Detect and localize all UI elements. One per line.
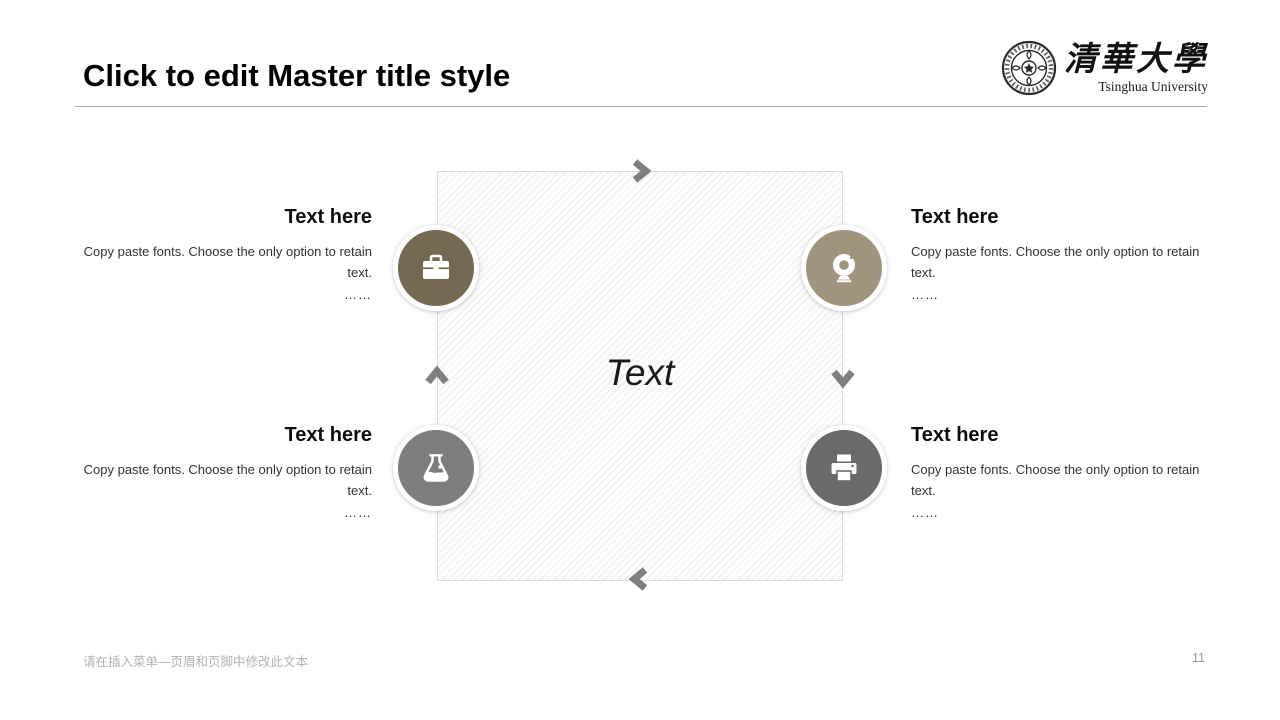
text-block-body: Copy paste fonts. Choose the only option… xyxy=(83,244,372,280)
chevron-up-icon xyxy=(424,364,450,390)
text-block-ellipsis: …… xyxy=(911,505,939,520)
text-block-ellipsis: …… xyxy=(911,287,939,302)
text-block-body: Copy paste fonts. Choose the only option… xyxy=(911,244,1200,280)
briefcase-circle-badge xyxy=(393,225,479,311)
text-block-body: Copy paste fonts. Choose the only option… xyxy=(83,462,372,498)
webcam-circle-badge xyxy=(801,225,887,311)
text-block-ellipsis: …… xyxy=(344,287,372,302)
webcam-icon xyxy=(833,254,855,283)
printer-icon xyxy=(831,454,857,482)
diagram-square xyxy=(437,171,843,581)
text-block-heading: Text here xyxy=(911,206,999,228)
chevron-down-icon xyxy=(830,364,856,390)
title-divider-line xyxy=(75,106,1207,107)
text-block-top-right[interactable]: Text here Copy paste fonts. Choose the o… xyxy=(911,206,1203,305)
text-block-bottom-left[interactable]: Text here Copy paste fonts. Choose the o… xyxy=(80,424,372,523)
university-logo: 清華大學 Tsinghua University xyxy=(1001,40,1208,96)
chevron-right-icon xyxy=(627,158,653,184)
university-name-cn: 清華大學 xyxy=(1064,42,1208,78)
tsinghua-seal-icon xyxy=(1001,40,1057,96)
university-logo-text: 清華大學 Tsinghua University xyxy=(1064,42,1208,95)
chevron-left-icon xyxy=(627,566,653,592)
flask-icon xyxy=(423,454,449,482)
flask-circle-badge xyxy=(393,425,479,511)
university-name-en: Tsinghua University xyxy=(1098,79,1208,94)
text-block-heading: Text here xyxy=(284,424,372,446)
footer-placeholder-text: 请在插入菜单—页眉和页脚中修改此文本 xyxy=(83,655,309,669)
text-block-top-left[interactable]: Text here Copy paste fonts. Choose the o… xyxy=(80,206,372,305)
page-number: 11 xyxy=(1192,651,1205,665)
text-block-ellipsis: …… xyxy=(344,505,372,520)
slide-title-placeholder[interactable]: Click to edit Master title style xyxy=(83,58,511,93)
printer-circle-badge xyxy=(801,425,887,511)
text-block-heading: Text here xyxy=(911,424,999,446)
text-block-heading: Text here xyxy=(284,206,372,228)
text-block-bottom-right[interactable]: Text here Copy paste fonts. Choose the o… xyxy=(911,424,1203,523)
briefcase-icon xyxy=(423,254,449,279)
text-block-body: Copy paste fonts. Choose the only option… xyxy=(911,462,1200,498)
diagram-center-text-placeholder[interactable]: Text xyxy=(605,352,675,393)
